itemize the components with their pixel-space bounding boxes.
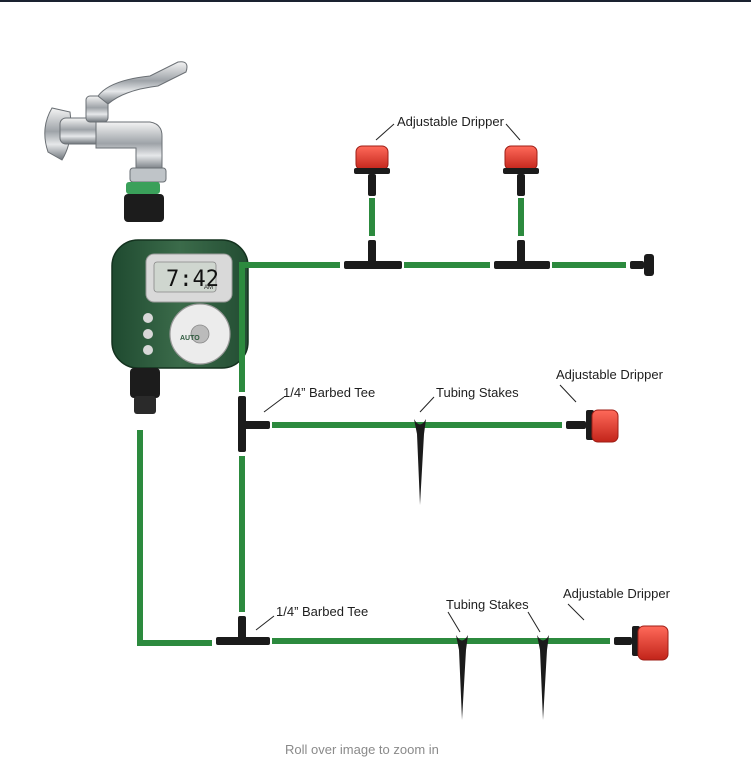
top-border (0, 0, 751, 2)
label-barbed-tee-middle: 1/4” Barbed Tee (283, 385, 376, 400)
leader-lines (255, 123, 585, 633)
zoom-caption: Roll over image to zoom in (285, 742, 439, 757)
leader-dripper-top-1 (375, 123, 395, 141)
label-adjustable-dripper-middle: Adjustable Dripper (556, 367, 663, 382)
leader-tee-middle (263, 396, 285, 413)
leader-tee-lower (255, 615, 275, 631)
dripper-top-1 (354, 145, 390, 196)
dripper-top-2 (503, 145, 539, 196)
leader-stake-3 (527, 611, 541, 633)
label-tubing-stakes-middle: Tubing Stakes (436, 385, 519, 400)
tubing-stake-2 (456, 635, 468, 720)
label-adjustable-dripper-top: Adjustable Dripper (397, 114, 504, 129)
leader-stake-1 (419, 396, 435, 413)
leader-stake-2 (447, 611, 461, 633)
timer-display-time: 7:42 (166, 267, 219, 292)
leader-dripper-top-2 (505, 123, 521, 141)
tee-fitting-top-1 (344, 240, 402, 269)
barbed-tee-middle (238, 396, 270, 452)
end-plug (630, 254, 654, 276)
tee-fitting-top-2 (494, 240, 550, 269)
tubing-stake-1 (414, 419, 426, 505)
tubing-stake-3 (537, 635, 549, 720)
dripper-side-2 (614, 625, 669, 661)
timer-dial-label: AUTO (180, 335, 200, 342)
leader-dripper-side-2 (567, 603, 585, 621)
dripper-side-1 (566, 409, 619, 443)
label-tubing-stakes-bottom: Tubing Stakes (446, 597, 529, 612)
faucet (44, 61, 188, 183)
label-adjustable-dripper-bottom: Adjustable Dripper (563, 586, 670, 601)
water-timer (111, 182, 249, 414)
label-barbed-tee-bottom: 1/4” Barbed Tee (276, 604, 369, 619)
barbed-tee-lower (216, 616, 270, 645)
leader-dripper-side-1 (559, 384, 577, 403)
timer-display-suffix: AM (204, 285, 213, 291)
